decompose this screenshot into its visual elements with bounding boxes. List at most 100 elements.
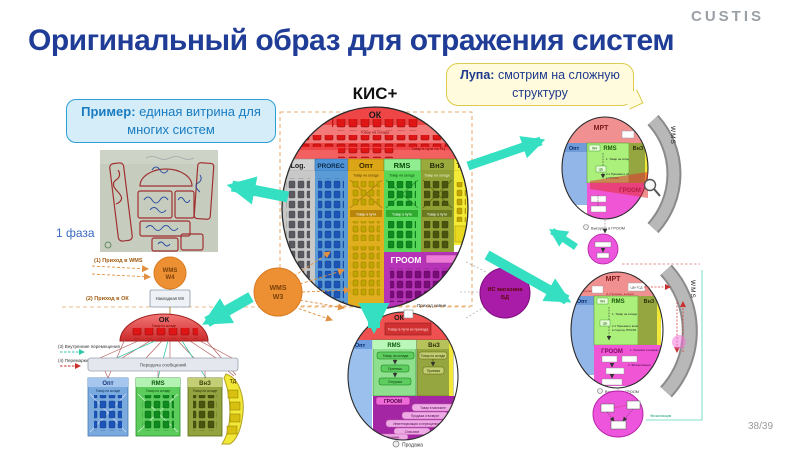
- block-opt-label: Опт: [102, 381, 113, 387]
- rb-teal-connector: [646, 270, 703, 421]
- kis-plus-title: КИС+: [352, 84, 398, 103]
- kis-note2: Товар в пути на РЦ: [411, 147, 445, 151]
- lupa-callout: Лупа: смотрим на сложную структуру: [446, 63, 644, 110]
- svg-text:Продажа и возврат: Продажа и возврат: [411, 414, 440, 418]
- sketch-blue-scribbles: [143, 166, 202, 247]
- rb-pink-node-content: [600, 400, 641, 430]
- kis-opt-transit: Товар в пути: [356, 212, 376, 216]
- rb-fiscal-label: Фискализация: [650, 414, 672, 418]
- rb-band-content: [672, 301, 686, 353]
- svg-text:Товар на складе: Товар на складе: [383, 354, 409, 358]
- arrow-to-right-top: [466, 136, 546, 171]
- mid-ok-label: ОК: [394, 315, 404, 322]
- mid-rms-label: RMS: [387, 343, 400, 349]
- kis-col-prorec: PROREC: [317, 163, 345, 170]
- rb-cap-box: ЦБ+ТСД: [631, 286, 643, 290]
- slide-title: Оригинальный образ для отражения систем: [28, 24, 675, 57]
- rb-wms-label: WMS: [689, 280, 696, 299]
- mid-vnz-pills: Товар на складе Приемка: [418, 351, 448, 375]
- message-bus: [87, 357, 239, 372]
- mid-groom-label: ГРООМ: [384, 399, 402, 405]
- block-rms[interactable]: RMS Товар на складе: [135, 377, 181, 437]
- rb-cb-pill: ЦБ: [603, 322, 609, 326]
- ok-arc-label: ОК: [159, 315, 170, 324]
- mid-ok-box: Товар в пути из прихода: [388, 328, 428, 332]
- ok-arc-note: Товар на складе: [152, 324, 176, 328]
- mid-rms-pills: Товар на складе Приемка Отгрузка: [376, 351, 415, 386]
- svg-text:Списание: Списание: [405, 430, 420, 434]
- rb-cap2: (1) Приемка, возврат: [606, 292, 635, 296]
- example-callout-text: единая витрина для многих систем: [127, 104, 261, 138]
- rb-rms-note2b: в сторону ГРООМ: [612, 328, 637, 332]
- mid-opt-label: Опт: [355, 343, 366, 349]
- kis-opt-note: Товар на складе: [353, 174, 379, 178]
- arrow-to-sketch: [226, 176, 290, 205]
- svg-text:Отгрузка: Отгрузка: [388, 380, 402, 384]
- block-opt[interactable]: Опт Товар на складе: [87, 377, 129, 437]
- rt-unload-label: Выгрузка в ГРООМ: [591, 227, 625, 231]
- right-top-diagram[interactable]: WMS МРТ Опт RMS W4 1. Товар на складе ЦБ…: [561, 114, 682, 265]
- rt-w4-pill: W4: [592, 147, 597, 151]
- svg-text:Ценники: Ценники: [387, 436, 400, 440]
- block-td[interactable]: ТД: [221, 373, 244, 445]
- block-rms-label: RMS: [151, 381, 164, 387]
- wms-w4-label: WMS: [163, 268, 178, 274]
- message-bus-label: Передача сообщений: [140, 362, 187, 368]
- block-vnz-label: ВнЗ: [199, 381, 211, 387]
- block-opt-note: Товар на складе: [96, 389, 120, 393]
- rt-mrt-label: МРТ: [594, 125, 609, 132]
- store-label1: ИС магазина: [487, 287, 523, 293]
- store-label2: БД: [501, 295, 509, 301]
- rt-opt-label: Опт: [569, 146, 580, 152]
- kis-note1: Товар на складе: [361, 131, 390, 135]
- svg-text:Приемка: Приемка: [388, 367, 402, 371]
- wms-w3-node[interactable]: WMS W3: [253, 251, 351, 322]
- block-vnz-note: Товар на складе: [193, 389, 217, 393]
- flow-step1-label: (1) Приход в WMS: [94, 258, 143, 264]
- doc-box-label: Накладная МХ: [156, 296, 185, 301]
- rb-rms-label: RMS: [611, 299, 624, 305]
- flow-step2-label: (2) Приход в ОК: [86, 296, 129, 302]
- mid-groom-pills: Товар в магазине Продажа и возврат Инвен…: [377, 403, 455, 440]
- right-bottom-diagram[interactable]: WMS МРТ (4) Выгрузка ЦБ+ТСД (1) Приемка,…: [570, 264, 703, 438]
- kis-ok-label: ОК: [369, 110, 382, 120]
- rt-rms-label: RMS: [603, 146, 616, 152]
- svg-text:Товар на складе: Товар на складе: [421, 354, 445, 358]
- mid-sale-label: Продажа: [402, 443, 423, 449]
- flow-step4-label: (4) Перемаркировка: [58, 358, 101, 363]
- rb-groom-note2: 2. Фискализация: [628, 363, 651, 367]
- kis-groom-label: ГРООМ: [391, 255, 422, 265]
- rt-vnz-label: ВнЗ: [633, 146, 644, 152]
- magnifier-beam: [590, 172, 648, 198]
- teal-arrows: [202, 136, 578, 335]
- magnifier-icon: [643, 178, 657, 192]
- mid-circle[interactable]: ОК Товар в пути из прихода Опт RMS Товар…: [347, 303, 459, 449]
- block-vnz[interactable]: ВнЗ Товар на складе: [187, 377, 223, 437]
- kis-col-log: Log.: [291, 163, 306, 170]
- kis-col-rms: RMS: [394, 161, 411, 170]
- store-node[interactable]: ИС магазина БД: [479, 267, 531, 319]
- rb-mrt-label: МРТ: [606, 276, 621, 283]
- kis-rms-transit: Товар в пути: [392, 212, 412, 216]
- flow-step3-label: (3) Внутренние перемещения: [58, 344, 120, 349]
- block-rms-note: Товар на складе: [146, 389, 170, 393]
- kis-col-vnz: ВнЗ: [430, 161, 445, 170]
- wms-w3-label2: W3: [273, 294, 284, 301]
- sketch-photo: [100, 150, 218, 252]
- example-callout-bold: Пример:: [81, 104, 136, 119]
- svg-text:Приемка: Приемка: [427, 369, 440, 373]
- kis-vnz-transit: Товар в пути: [427, 212, 447, 216]
- rb-w4-pill: W4: [600, 300, 605, 304]
- block-td-label: ТД: [230, 379, 237, 385]
- mid-vnz-label: ВнЗ: [428, 343, 440, 349]
- kis-rms-note: Товар на складе: [389, 174, 415, 178]
- mid-income-label: Приход извне: [417, 303, 447, 308]
- rt-wms-label: WMS: [669, 126, 676, 145]
- svg-text:Инвентаризация и переоценка: Инвентаризация и переоценка: [393, 422, 439, 426]
- kis-vnz-note: Товар на складе: [424, 174, 450, 178]
- sketch-red-lines: [109, 162, 215, 252]
- arrow-back-to-kis: [549, 228, 578, 250]
- kis-col-opt: Опт: [359, 161, 373, 170]
